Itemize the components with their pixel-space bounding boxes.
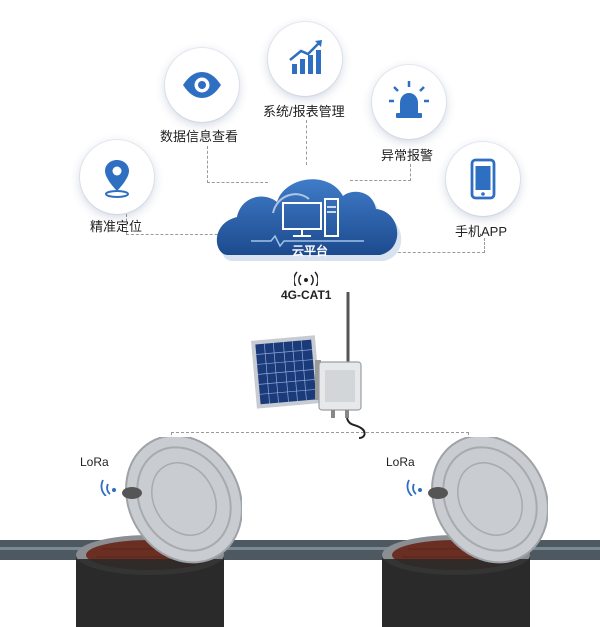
road-curb: [0, 547, 600, 550]
bar-chart-icon: [289, 40, 322, 74]
feature-app-node: [446, 142, 520, 216]
cloud-platform-label: 云平台: [292, 244, 329, 258]
feature-alarm-label: 异常报警: [381, 148, 434, 163]
connector-data-view: [207, 146, 268, 183]
network-label: 4G-CAT1: [281, 288, 332, 302]
connector-app: [388, 238, 485, 253]
feature-data-view-node: [165, 48, 239, 122]
manhole-left: [76, 437, 242, 627]
wireless-signal-icon: [294, 271, 318, 286]
feature-data-view-label: 数据信息查看: [160, 129, 239, 144]
feature-alarm-node: [372, 65, 446, 139]
manhole-cover-right: [431, 437, 548, 564]
lora-signal-right-icon: [406, 479, 422, 496]
lora-right-label: LoRa: [386, 455, 415, 469]
connector-location: [126, 214, 257, 235]
connector-alarm: [350, 164, 411, 181]
location-pin-icon: [105, 160, 129, 198]
feature-location-node: [80, 140, 154, 214]
alarm-light-icon: [389, 81, 429, 118]
lora-left-label: LoRa: [80, 455, 109, 469]
feature-report-node: [268, 22, 342, 96]
smartphone-icon: [470, 158, 496, 200]
lora-signal-left-icon: [100, 479, 116, 496]
feature-location-label: 精准定位: [90, 219, 143, 234]
cloud-platform: [216, 179, 402, 261]
connector-report: [306, 120, 307, 165]
eye-icon: [183, 72, 221, 98]
computer-icon: [282, 198, 339, 237]
feature-app-label: 手机APP: [455, 224, 508, 239]
solar-panel-icon: [251, 292, 366, 439]
manhole-cover-left: [125, 437, 242, 564]
feature-report-label: 系统/报表管理: [263, 104, 345, 119]
manhole-right: [382, 437, 548, 627]
